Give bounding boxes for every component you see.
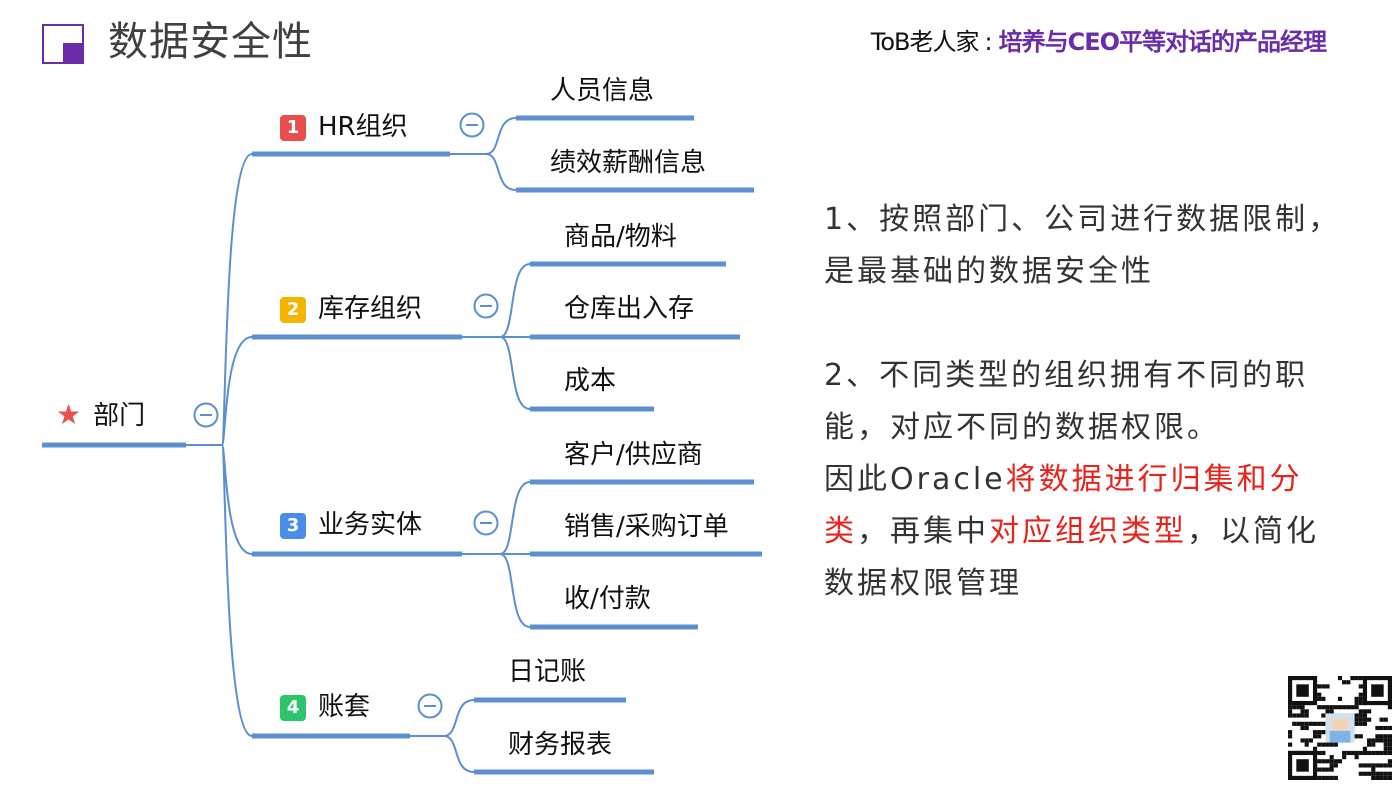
qr-code-icon	[1288, 676, 1392, 780]
branch-node-3[interactable]: 3 业务实体	[280, 508, 422, 542]
leaf-node-4-2-text: 财务报表	[508, 730, 613, 760]
brand-slogan: ToB老人家:培养与CEO平等对话的产品经理	[870, 26, 1327, 58]
page-title: 数据安全性	[108, 19, 313, 65]
branch-connector-2	[221, 336, 253, 446]
leaf-connector-3-1	[499, 481, 531, 555]
leaf-node-4-1-text: 日记账	[508, 657, 587, 687]
leaf-connector-2-1	[499, 263, 531, 338]
star-icon: ★	[56, 398, 82, 431]
note-3-highlight-b: 对应组织类型	[989, 514, 1187, 549]
brand-separator: :	[984, 28, 993, 56]
leaf-node-3-3-text: 收/付款	[564, 584, 651, 614]
brand-name: ToB老人家	[870, 28, 980, 56]
title-logo-icon	[42, 24, 84, 64]
branch-collapse-icon-4[interactable]	[417, 693, 443, 719]
leaf-node-3-1-text: 客户/供应商	[564, 440, 703, 470]
branch-node-1[interactable]: 1 HR组织	[280, 110, 408, 144]
branch-node-2[interactable]: 2 库存组织	[280, 292, 422, 326]
mind-map-connectors	[42, 112, 762, 775]
note-3: 因此Oracle将数据进行归集和分类，再集中对应组织类型，以简化数据权限管理	[824, 454, 1344, 610]
leaf-node-1-2[interactable]: 绩效薪酬信息	[550, 146, 706, 180]
leaf-connector-2-3	[499, 336, 531, 410]
leaf-node-4-1[interactable]: 日记账	[508, 655, 586, 689]
branch-node-4-text: 账套	[318, 692, 371, 722]
leaf-node-2-1[interactable]: 商品/物料	[564, 220, 677, 254]
branch-number-badge: 3	[280, 513, 306, 539]
leaf-connector-4-1	[443, 699, 475, 737]
leaf-node-4-2[interactable]: 财务报表	[508, 728, 612, 762]
leaf-node-2-3-text: 成本	[564, 366, 617, 396]
root-node[interactable]: ★ 部门	[56, 398, 145, 433]
leaf-node-3-2[interactable]: 销售/采购订单	[564, 510, 729, 544]
leaf-node-2-3[interactable]: 成本	[564, 364, 616, 398]
note-3-text-c: ，以简化数据权限管理	[824, 514, 1319, 601]
branch-collapse-icon-1[interactable]	[459, 112, 485, 138]
brand-tagline: 培养与CEO平等对话的产品经理	[998, 28, 1327, 56]
note-3-highlight-a: 将数据进行归集和分类	[824, 462, 1303, 549]
branch-number-badge: 1	[280, 115, 306, 141]
branch-node-3-text: 业务实体	[318, 510, 423, 540]
branch-node-4[interactable]: 4 账套	[280, 690, 370, 724]
branch-node-2-text: 库存组织	[318, 294, 423, 324]
mind-map: ★ 部门 1 HR组织 人员信息绩效薪酬信息 2 库存组织 商品/物料仓库出入存成本 3 业务实体…	[42, 74, 762, 775]
leaf-node-2-2-text: 仓库出入存	[564, 294, 695, 324]
leaf-connector-4-2	[443, 735, 475, 773]
branch-node-1-text: HR组织	[318, 112, 408, 142]
root-collapse-icon[interactable]	[193, 402, 219, 428]
leaf-connector-1-1	[485, 117, 517, 155]
branch-number-badge: 2	[280, 297, 306, 323]
leaf-node-2-2[interactable]: 仓库出入存	[564, 292, 694, 326]
branch-number-badge: 4	[280, 695, 306, 721]
leaf-node-3-1[interactable]: 客户/供应商	[564, 438, 703, 472]
note-3-text-b: ，再集中	[857, 514, 989, 549]
branch-collapse-icon-3[interactable]	[473, 510, 499, 536]
leaf-node-2-1-text: 商品/物料	[564, 222, 677, 252]
branch-collapse-icon-2[interactable]	[473, 293, 499, 319]
root-node-text: 部门	[93, 401, 146, 431]
leaf-node-1-1[interactable]: 人员信息	[550, 74, 654, 108]
notes-panel: 1、按照部门、公司进行数据限制，是最基础的数据安全性 2、不同类型的组织拥有不同…	[824, 194, 1344, 610]
leaf-node-3-3[interactable]: 收/付款	[564, 582, 651, 616]
leaf-node-1-1-text: 人员信息	[550, 76, 655, 106]
note-1: 1、按照部门、公司进行数据限制，是最基础的数据安全性	[824, 202, 1342, 289]
leaf-connector-1-2	[485, 153, 517, 191]
leaf-connector-3-3	[499, 553, 531, 628]
leaf-node-3-2-text: 销售/采购订单	[564, 512, 729, 542]
leaf-node-1-2-text: 绩效薪酬信息	[550, 148, 707, 178]
note-3-text-a: 因此Oracle	[824, 462, 1006, 497]
branch-connector-4	[221, 444, 253, 737]
note-2: 2、不同类型的组织拥有不同的职能，对应不同的数据权限。	[824, 358, 1309, 445]
